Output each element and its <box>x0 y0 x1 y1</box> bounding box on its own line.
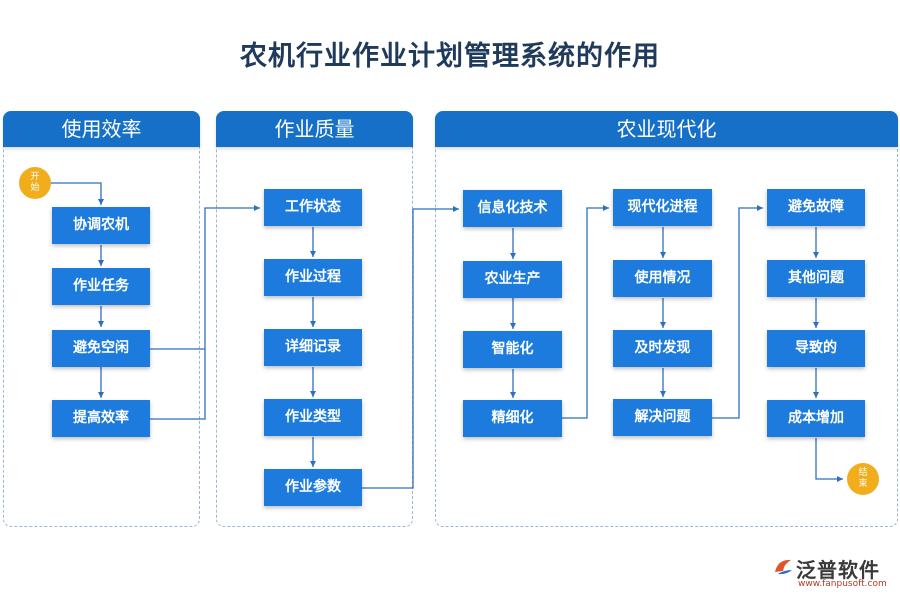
connector-cross <box>712 205 763 419</box>
node-usage-status: 使用情况 <box>613 260 712 297</box>
panel-quality-header: 作业质量 <box>216 111 413 147</box>
end-label: 结 束 <box>858 468 868 489</box>
node-avoid-idle: 避免空闲 <box>52 330 150 367</box>
connector-end <box>815 438 843 482</box>
brand-logo: 泛普软件 www.fanpusoft.com <box>772 556 892 592</box>
panel-modernization: 农业现代化 <box>435 111 898 527</box>
node-improve-efficiency: 提高效率 <box>52 400 150 437</box>
logo-url: www.fanpusoft.com <box>798 579 887 589</box>
node-other-problems: 其他问题 <box>767 260 865 297</box>
node-modernization-process: 现代化进程 <box>613 189 712 226</box>
node-refined: 精细化 <box>463 400 562 437</box>
node-agri-production: 农业生产 <box>463 261 562 298</box>
node-it-technology: 信息化技术 <box>463 190 562 227</box>
node-cost-increase: 成本增加 <box>767 400 865 437</box>
start-node: 开 始 <box>19 167 51 199</box>
node-work-task: 作业任务 <box>52 268 150 305</box>
node-intelligent: 智能化 <box>463 331 562 368</box>
panel-quality: 作业质量 <box>216 111 413 527</box>
start-label: 开 始 <box>30 172 40 193</box>
logo-name: 泛普软件 <box>796 558 880 582</box>
node-work-parameters: 作业参数 <box>264 469 362 506</box>
node-work-status: 工作状态 <box>264 189 362 226</box>
fanpu-logo-icon <box>775 559 792 575</box>
connector-cross <box>150 205 260 420</box>
panel-efficiency-header: 使用效率 <box>3 111 200 147</box>
node-coordinate-machinery: 协调农机 <box>52 207 150 244</box>
node-timely-detection: 及时发现 <box>613 330 712 367</box>
end-node: 结 束 <box>847 463 879 495</box>
diagram-title: 农机行业作业计划管理系统的作用 <box>240 41 660 72</box>
panel-modernization-header: 农业现代化 <box>435 111 898 147</box>
node-solve-problem: 解决问题 <box>613 399 712 436</box>
node-work-type: 作业类型 <box>264 399 362 436</box>
node-work-process: 作业过程 <box>264 259 362 296</box>
node-avoid-failure: 避免故障 <box>767 189 865 226</box>
node-detailed-record: 详细记录 <box>264 329 362 366</box>
node-resulting: 导致的 <box>767 330 865 367</box>
connector-cross <box>562 205 609 419</box>
connector-cross <box>362 206 459 489</box>
connector-start <box>44 182 104 205</box>
